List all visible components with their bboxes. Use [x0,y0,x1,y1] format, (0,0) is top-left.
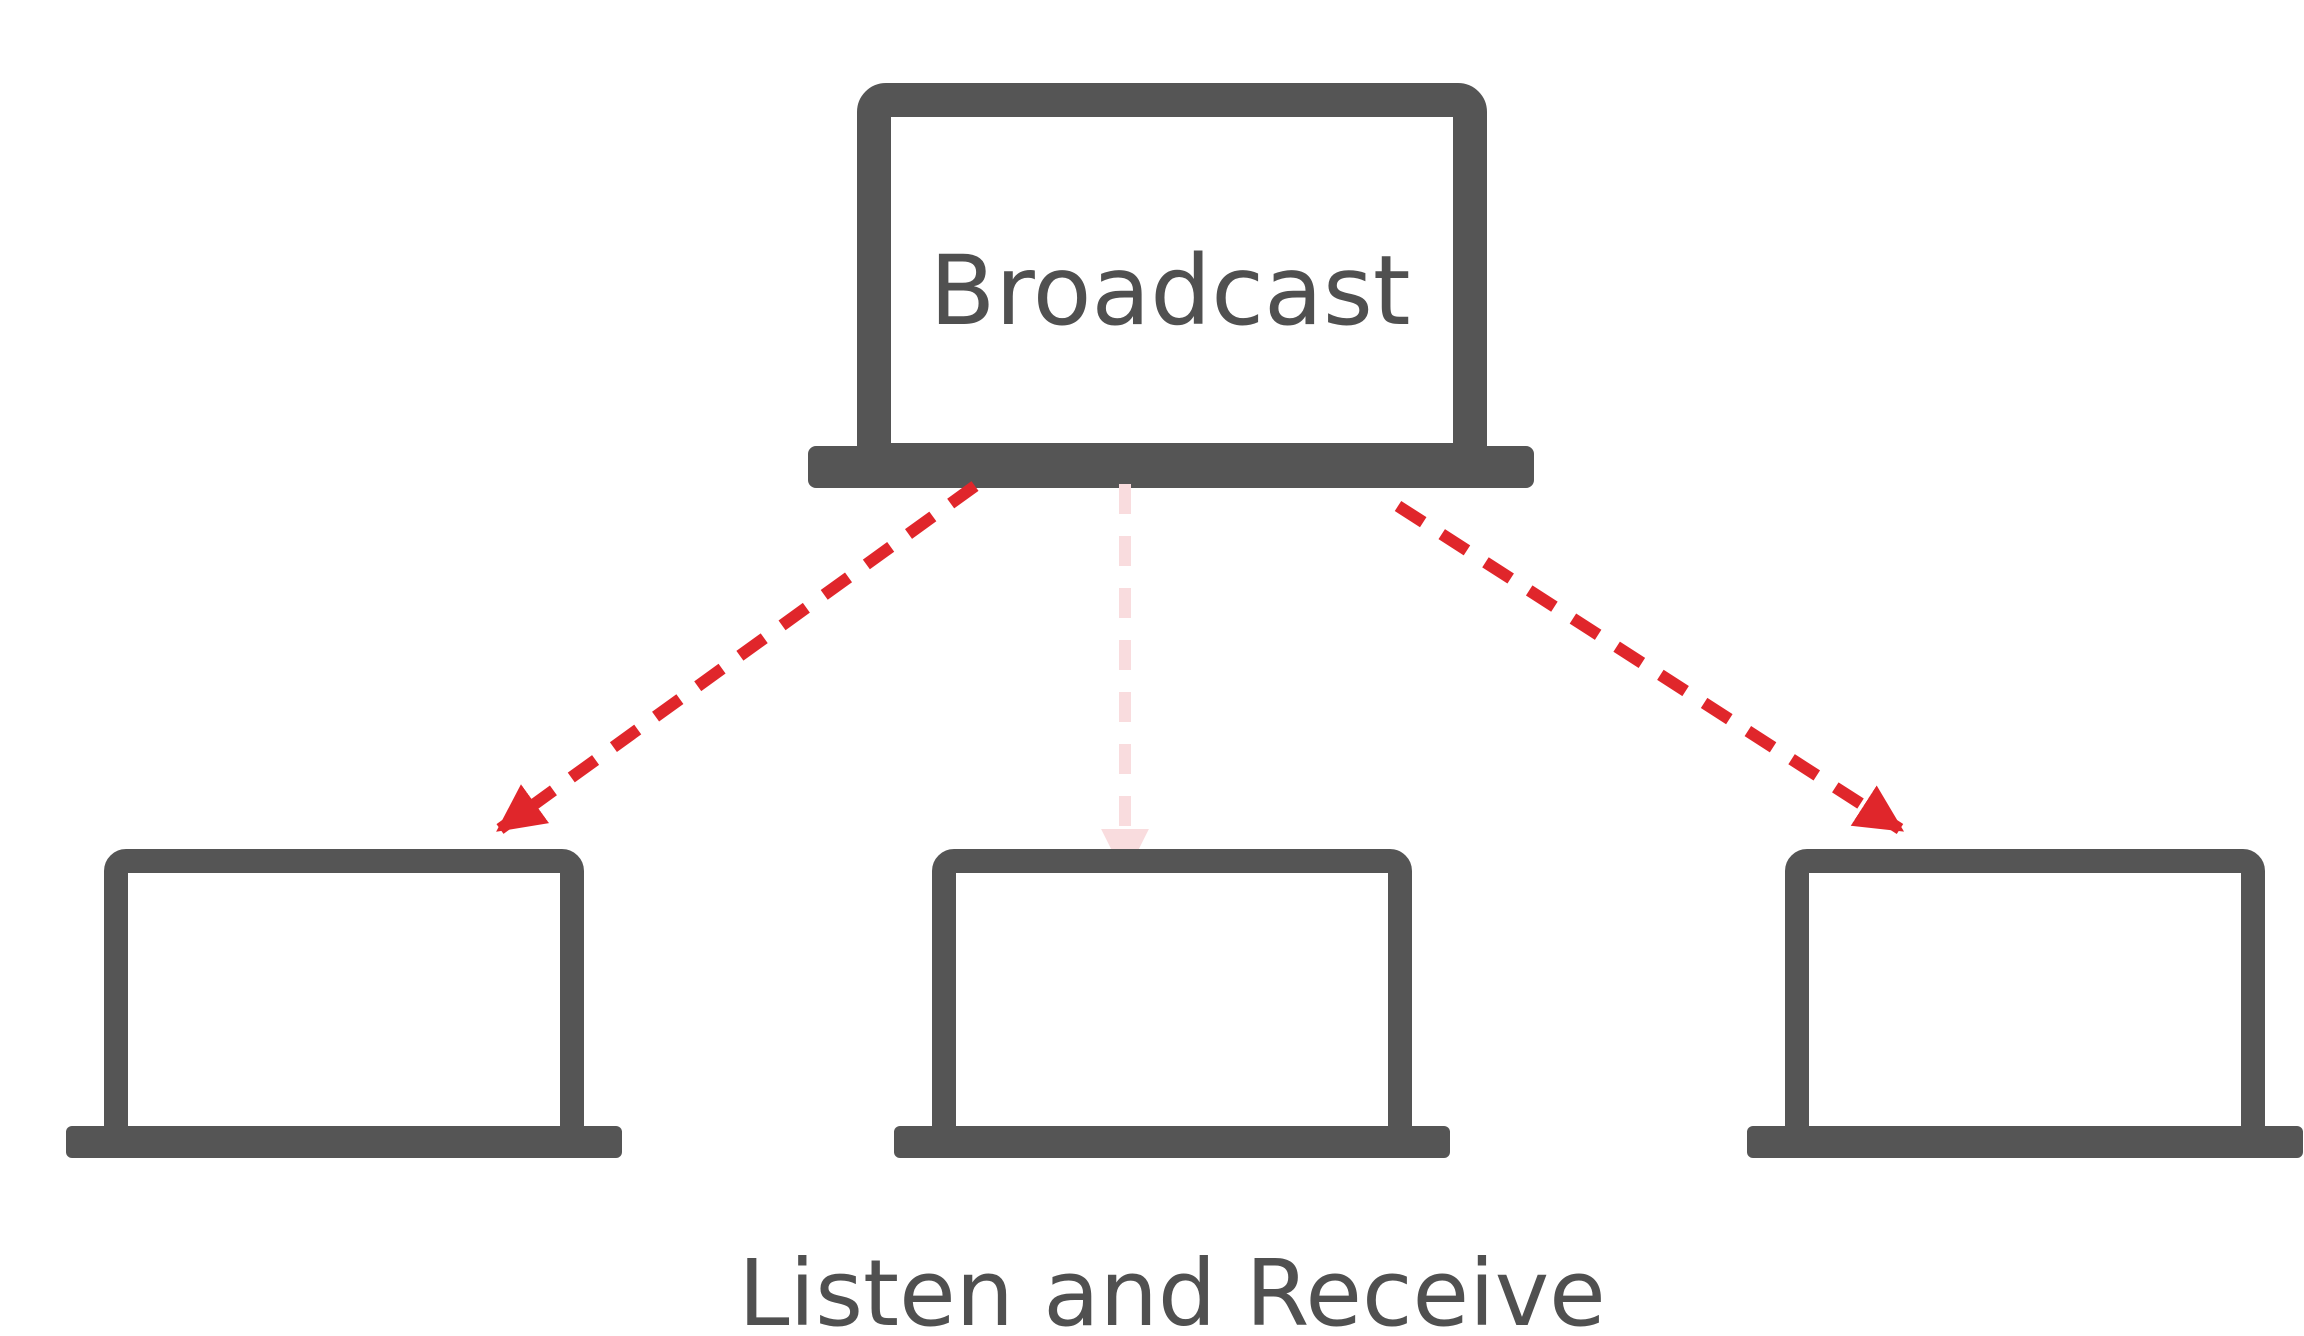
arrow-to-left-receiver [496,481,979,834]
receiver-laptop-left-icon [66,849,622,1158]
receiver-left-base [66,1126,622,1158]
receiver-left-screen [104,849,584,1155]
receiver-right-base [1747,1126,2303,1158]
receiver-laptop-middle-icon [894,849,1450,1158]
sender-laptop-icon [808,83,1534,488]
receiver-laptop-right-icon [1747,849,2303,1158]
listen-receive-label: Listen and Receive [738,1240,1606,1336]
receiver-middle-screen [932,849,1412,1155]
broadcast-label: Broadcast [930,235,1411,347]
arrow-to-right-receiver [1394,500,1905,835]
receiver-middle-base [894,1126,1450,1158]
sender-base [808,446,1534,488]
receiver-right-screen [1785,849,2265,1155]
